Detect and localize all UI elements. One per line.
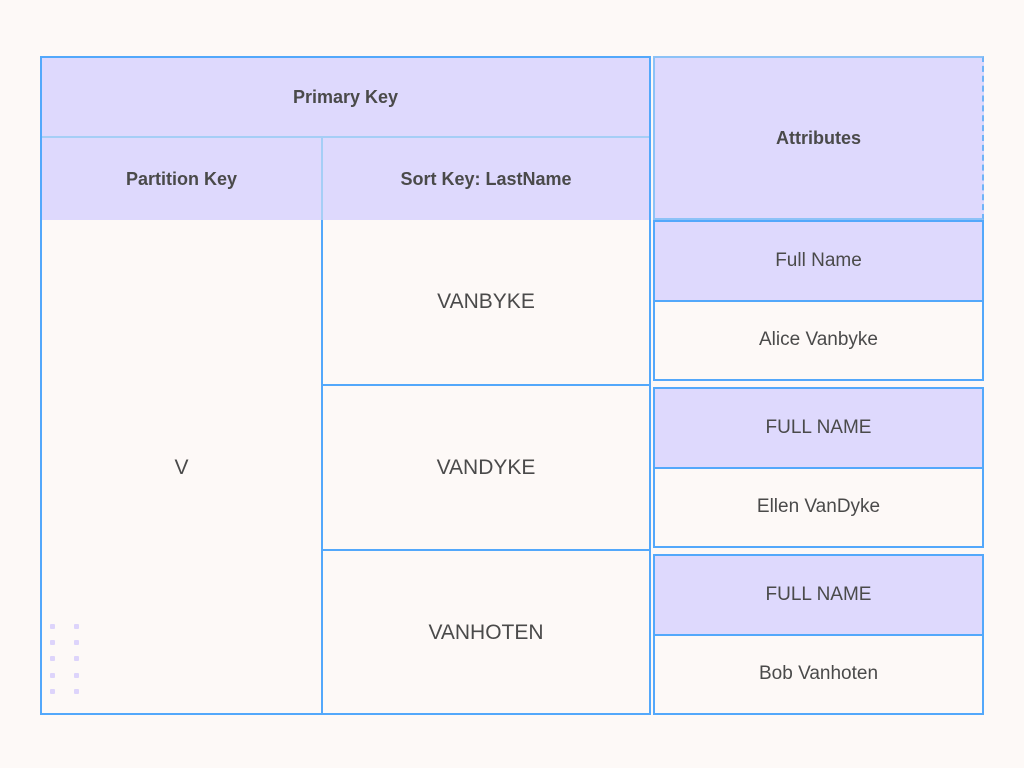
attribute-name-cell: Full Name — [653, 220, 984, 302]
attribute-group: Full Name Alice Vanbyke — [653, 220, 984, 381]
attributes-section: Attributes Full Name Alice Vanbyke FULL … — [651, 56, 984, 715]
attribute-name-cell: FULL NAME — [653, 554, 984, 636]
attribute-value-cell: Ellen VanDyke — [653, 468, 984, 548]
attributes-column: Full Name Alice Vanbyke FULL NAME Ellen … — [653, 220, 984, 715]
attribute-name-cell: FULL NAME — [653, 387, 984, 469]
attribute-group: FULL NAME Bob Vanhoten — [653, 554, 984, 715]
attribute-value-cell: Alice Vanbyke — [653, 301, 984, 381]
partition-key-header: Partition Key — [42, 138, 323, 220]
table-row: VANBYKE — [323, 220, 649, 386]
table-row: VANHOTEN — [428, 621, 544, 645]
primary-key-section: Primary Key Partition Key Sort Key: Last… — [40, 56, 651, 715]
sort-key-header: Sort Key: LastName — [323, 138, 649, 220]
table-row: VANDYKE — [323, 386, 649, 552]
attribute-group: FULL NAME Ellen VanDyke — [653, 387, 984, 548]
primary-key-header: Primary Key — [42, 58, 649, 138]
attributes-header: Attributes — [653, 56, 984, 220]
sort-key-column: VANBYKE VANDYKE VANHOTEN — [323, 220, 649, 715]
partition-key-value-cell: V — [42, 220, 323, 715]
primary-key-subheader-row: Partition Key Sort Key: LastName — [42, 138, 649, 220]
attribute-value-cell: Bob Vanhoten — [653, 635, 984, 715]
dynamodb-table-diagram: Primary Key Partition Key Sort Key: Last… — [40, 56, 984, 715]
table-body: V VANBYKE VANDYKE VANHOTEN — [42, 220, 649, 715]
